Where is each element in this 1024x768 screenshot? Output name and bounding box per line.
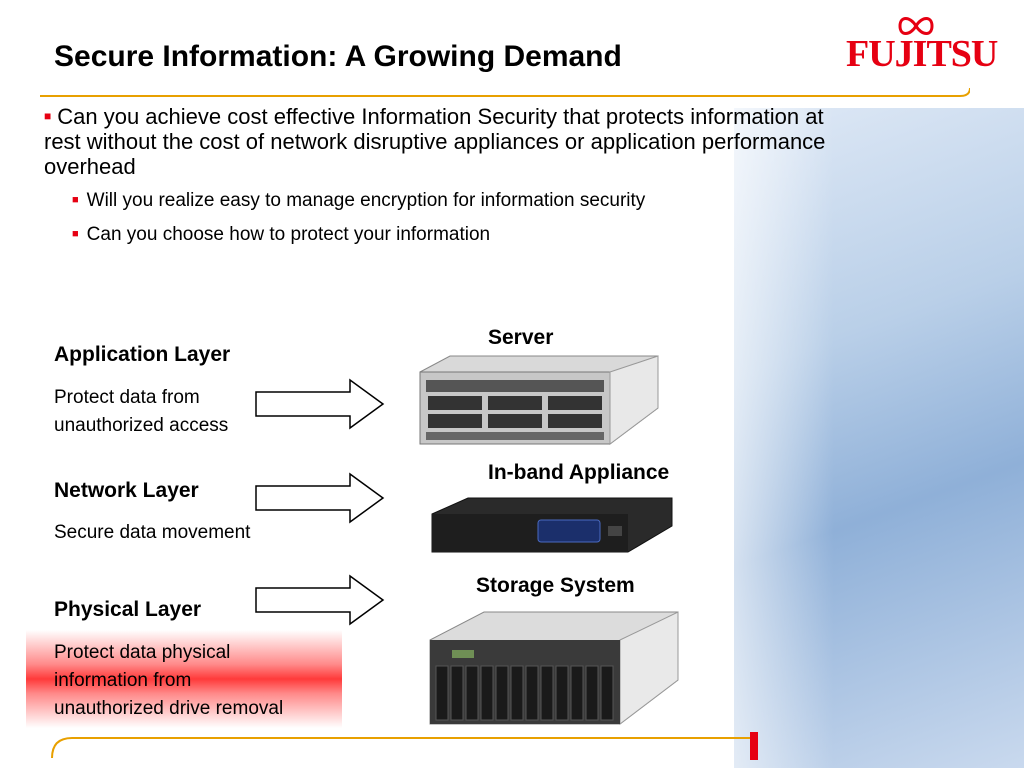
bullet-square-icon: ■ bbox=[72, 194, 79, 206]
page-title: Secure Information: A Growing Demand bbox=[54, 40, 622, 73]
application-layer-title: Application Layer bbox=[54, 343, 231, 366]
storage-label: Storage System bbox=[476, 574, 635, 597]
arrow-right-icon bbox=[255, 378, 385, 430]
logo-wordmark: FUJITSU bbox=[846, 33, 998, 75]
highlight-band bbox=[26, 630, 342, 728]
appliance-image bbox=[431, 497, 673, 553]
desc-line: Secure data movement bbox=[54, 522, 251, 543]
header-divider bbox=[40, 88, 970, 97]
network-layer-title: Network Layer bbox=[54, 479, 199, 502]
main-bullet-text: Can you achieve cost effective Informati… bbox=[44, 104, 826, 179]
infinity-icon bbox=[898, 17, 934, 35]
server-image bbox=[419, 355, 659, 445]
desc-line: unauthorized drive removal bbox=[54, 698, 284, 719]
server-label: Server bbox=[488, 326, 554, 349]
arrow-right-icon bbox=[255, 574, 385, 626]
arrow-right-icon bbox=[255, 472, 385, 524]
network-layer-desc: Secure data movement bbox=[54, 519, 250, 547]
physical-layer-title: Physical Layer bbox=[54, 598, 202, 621]
sub-bullet: ■ Can you choose how to protect your info… bbox=[72, 224, 490, 246]
footer-divider bbox=[51, 732, 758, 760]
application-layer-desc: Protect data from unauthorized access bbox=[54, 384, 228, 440]
appliance-label: In-band Appliance bbox=[488, 461, 670, 484]
sub-bullet: ■ Will you realize easy to manage encrypt… bbox=[72, 190, 645, 212]
bullet-square-icon: ■ bbox=[44, 109, 52, 123]
desc-line: unauthorized access bbox=[54, 415, 229, 436]
desc-line: Protect data physical bbox=[54, 642, 231, 663]
sub-bullet-text: Can you choose how to protect your infor… bbox=[86, 224, 491, 245]
background-art bbox=[734, 108, 1024, 768]
sub-bullet-text: Will you realize easy to manage encrypti… bbox=[86, 190, 646, 211]
desc-line: Protect data from bbox=[54, 387, 200, 408]
main-bullet: ■Can you achieve cost effective Informat… bbox=[44, 104, 844, 179]
bullet-square-icon: ■ bbox=[72, 228, 79, 240]
physical-layer-desc: Protect data physical information from u… bbox=[54, 639, 283, 723]
fujitsu-logo: FUJITSU bbox=[836, 14, 998, 75]
desc-line: information from bbox=[54, 670, 192, 691]
storage-image bbox=[429, 611, 679, 726]
